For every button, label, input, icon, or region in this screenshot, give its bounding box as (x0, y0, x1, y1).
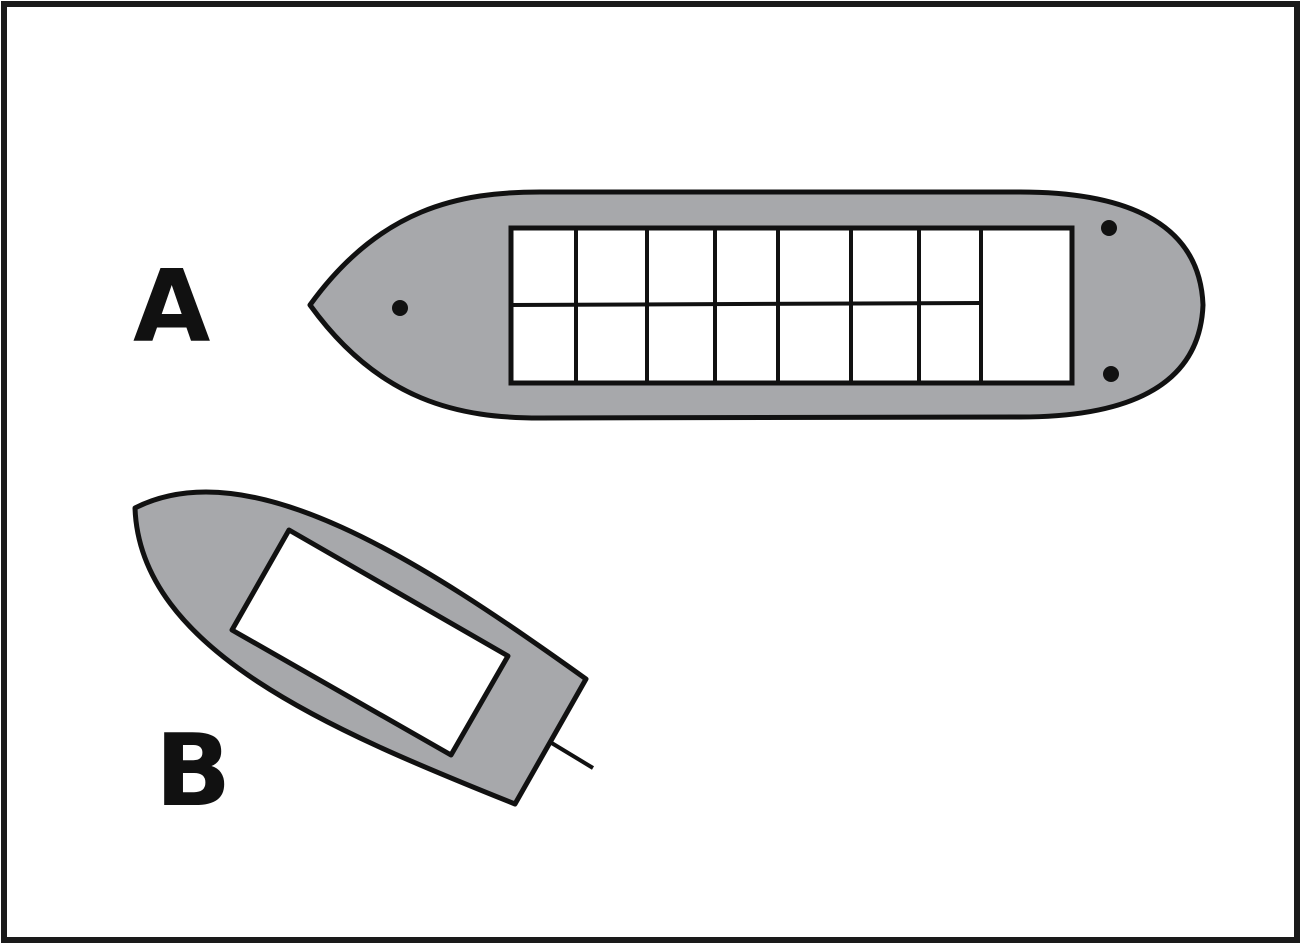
vessel-b-rudder (548, 740, 595, 770)
vessel-b (132, 489, 595, 807)
vessel-b-label: B (155, 712, 231, 829)
hold-middle-divider (510, 301, 982, 307)
vessel-a-label: A (133, 248, 210, 365)
vessel-a-cargo-hold (508, 225, 1075, 386)
stern-marker-dot-bottom (1103, 366, 1119, 382)
stern-marker-dot-top (1101, 220, 1117, 236)
vessel-a (307, 189, 1206, 421)
bow-marker-dot (392, 300, 408, 316)
vessel-b-cargo-hold (229, 527, 511, 758)
